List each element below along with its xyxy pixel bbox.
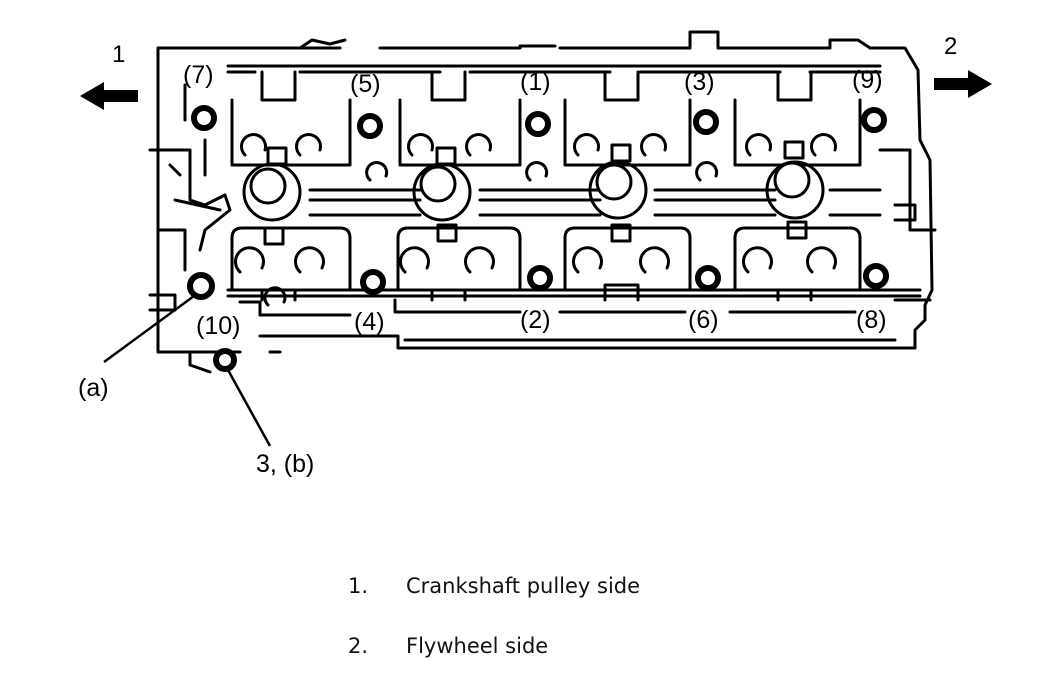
bolt-extra-3b [213, 348, 237, 372]
legend-item: 2. Flywheel side [348, 634, 948, 694]
arrow-left-icon [80, 82, 138, 110]
bolt-1 [525, 111, 551, 137]
cylinder-head-diagram: 1 2 (7) (5) (1) (3) (9) (10) (4) (2) (6)… [78, 30, 992, 478]
callout-a-label: (a) [78, 374, 109, 402]
bolt-label-10: (10) [196, 312, 240, 340]
bolt-2 [527, 265, 553, 291]
bolt-4 [360, 269, 386, 295]
bolt-7 [191, 105, 217, 131]
legend-item: 1. Crankshaft pulley side [348, 574, 948, 634]
bolt-label-9: (9) [852, 66, 883, 94]
bolt-8 [863, 263, 889, 289]
callout-a-leader [103, 294, 195, 364]
direction-label-left: 1 [112, 41, 125, 68]
bolt-label-2: (2) [520, 306, 551, 334]
bolt-10 [187, 272, 215, 300]
bolt-label-1: (1) [520, 68, 551, 96]
bolt-9 [861, 107, 887, 133]
bolt-3 [693, 109, 719, 135]
bolt-label-6: (6) [688, 306, 719, 334]
legend-text: Crankshaft pulley side [406, 574, 641, 598]
legend-number: 1. [348, 574, 369, 598]
bolt-label-3: (3) [684, 68, 715, 96]
bolt-label-5: (5) [350, 70, 381, 98]
legend-number: 2. [348, 634, 369, 658]
legend-text: Flywheel side [406, 634, 549, 658]
callout-b-label: 3, (b) [256, 450, 314, 478]
bolt-label-4: (4) [354, 308, 385, 336]
callout-b-leader [226, 369, 272, 447]
arrow-right-icon [934, 70, 992, 98]
legend: 1. Crankshaft pulley side 2. Flywheel si… [348, 574, 948, 694]
bolt-label-8: (8) [856, 306, 887, 334]
bolt-6 [695, 265, 721, 291]
bolt-label-7: (7) [183, 61, 214, 89]
bolt-5 [357, 113, 383, 139]
cylinder-head-outline [156, 30, 934, 354]
direction-label-right: 2 [944, 33, 957, 60]
